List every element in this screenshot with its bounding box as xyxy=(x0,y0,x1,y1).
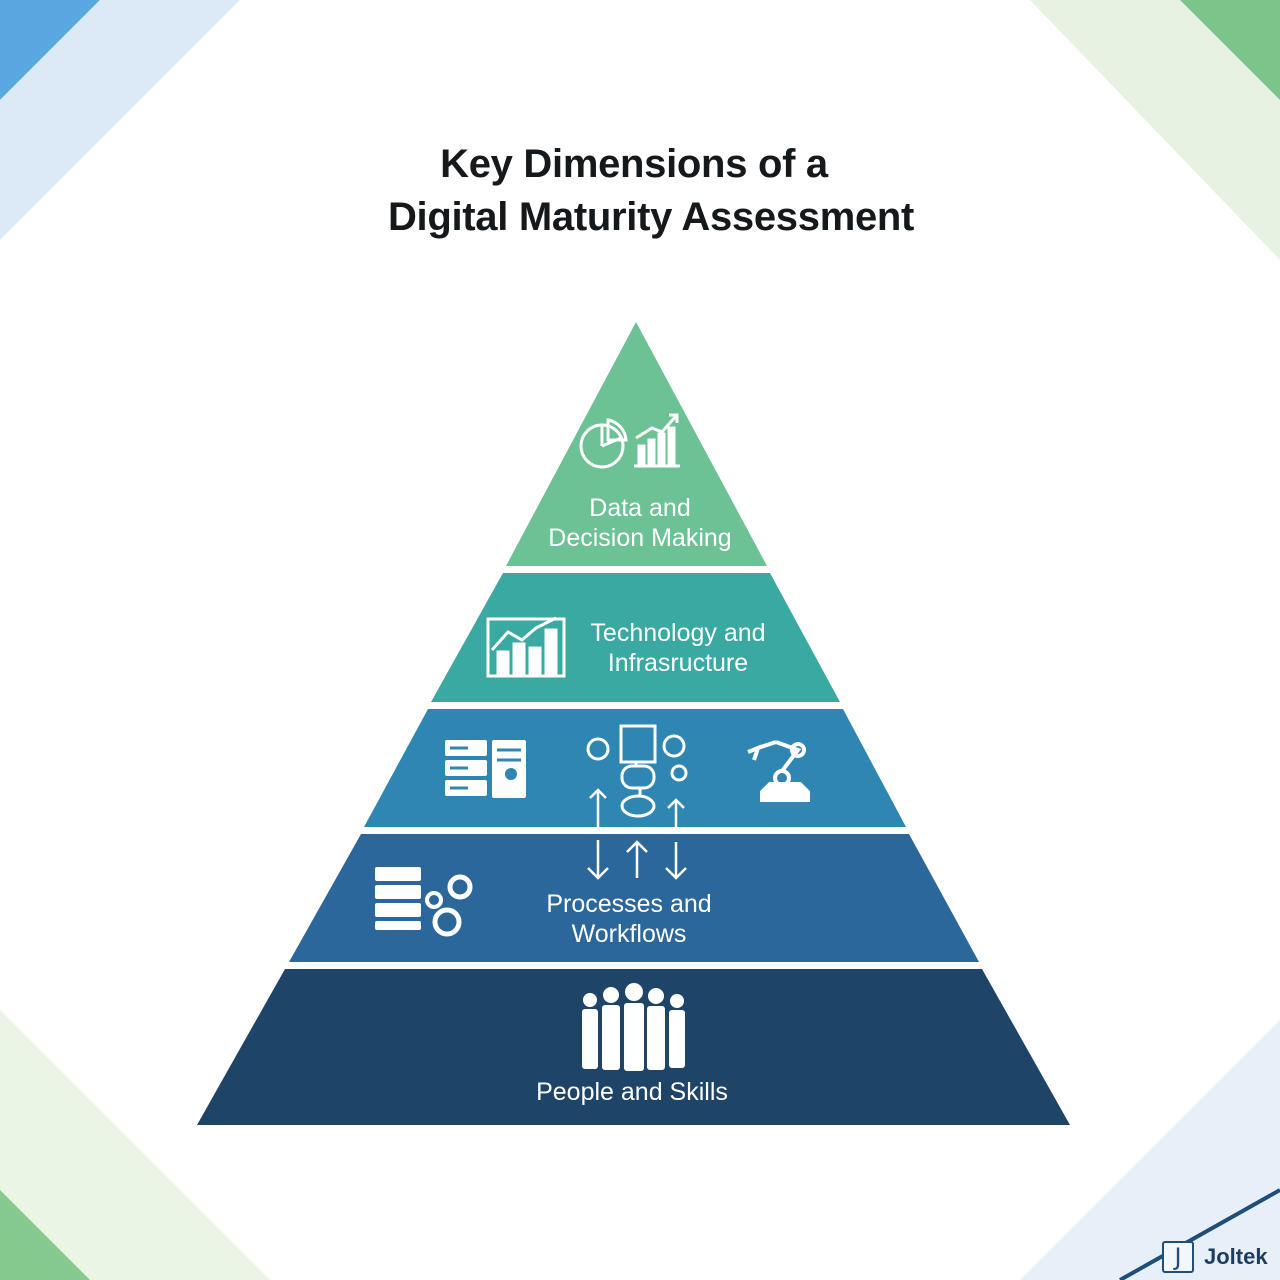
pie-chart-icon xyxy=(579,418,628,469)
tier-label-line: Data and xyxy=(589,494,691,522)
tier-label-technology-infrastructure: Technology and Infrasructure xyxy=(570,618,786,678)
robot-arm-icon xyxy=(747,740,810,802)
up-arrow-icon xyxy=(589,788,685,828)
tier-label-processes-workflows: Processes and Workflows xyxy=(500,889,758,949)
brand-mark-icon: J xyxy=(1162,1241,1194,1273)
tier-label-line: Infrasructure xyxy=(607,649,749,677)
brand-logo: J Joltek xyxy=(1162,1238,1268,1276)
title-line-1: Key Dimensions of a xyxy=(440,142,828,186)
title-line-2: Digital Maturity Assessment xyxy=(387,195,915,239)
arrows-icon xyxy=(587,840,687,880)
server-gears-icon xyxy=(375,867,473,937)
tier-label-people-skills: People and Skills xyxy=(490,1077,774,1107)
bar-chart-icon xyxy=(634,413,680,468)
tier-label-line: Processes and xyxy=(546,890,712,918)
tier-label-data-decision-making: Data and Decision Making xyxy=(506,493,774,553)
line-chart-icon xyxy=(486,616,566,678)
people-group-icon xyxy=(582,983,685,1071)
tier-label-line: Technology and xyxy=(590,619,766,647)
tier-label-line: Decision Making xyxy=(548,524,732,552)
tier-label-line: People and Skills xyxy=(536,1078,728,1106)
tier-data-decision-making xyxy=(506,322,767,566)
server-rack-icon xyxy=(445,740,526,798)
diagram-title: Key Dimensions of a Digital Maturity Ass… xyxy=(0,138,1280,244)
tier-processes-workflows xyxy=(289,834,979,962)
tier-label-line: Workflows xyxy=(571,920,687,948)
brand-name: Joltek xyxy=(1204,1244,1268,1269)
automation-hub-icon xyxy=(586,724,688,818)
